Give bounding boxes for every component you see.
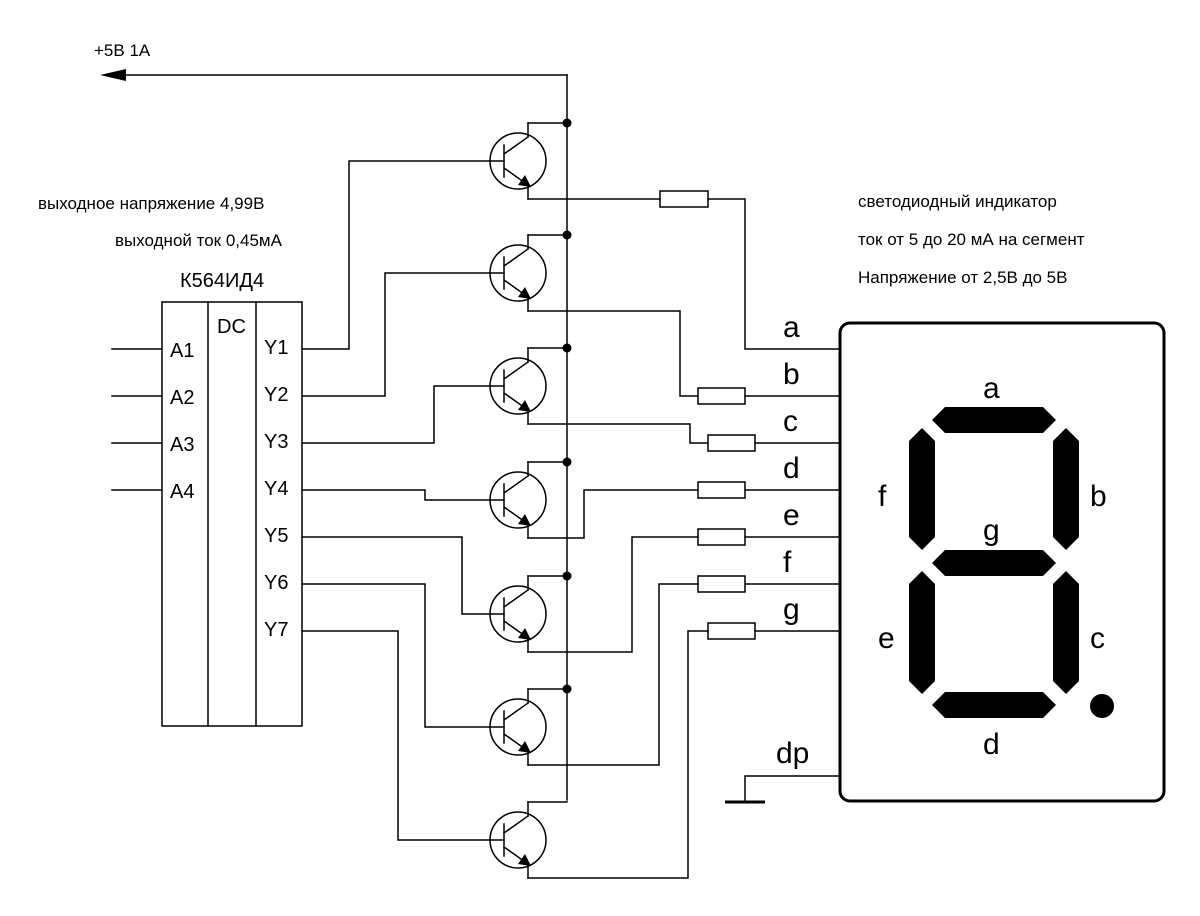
output-pin-label: Y3 <box>264 431 288 453</box>
indicator-pin-labels: a b c d e f g dp <box>776 311 809 770</box>
indicator-note-title: светодиодный индикатор <box>858 192 1057 211</box>
segment-label-e: e <box>878 622 895 655</box>
decimal-point <box>1090 694 1114 718</box>
base-wires <box>301 160 505 841</box>
indicator-note-current: ток от 5 до 20 мА на сегмент <box>858 230 1085 249</box>
segment-label-d: d <box>983 728 1000 761</box>
pin-label-f: f <box>783 546 792 579</box>
segment-g <box>932 550 1056 576</box>
pin-label-e: e <box>783 499 800 532</box>
segment-label-b: b <box>1090 480 1107 513</box>
segment-label-c: c <box>1090 622 1105 655</box>
input-pin-label: A4 <box>170 481 194 503</box>
input-pin-label: A1 <box>170 340 194 362</box>
pin-label-d: d <box>783 452 800 485</box>
pin-label-a: a <box>783 311 800 344</box>
seven-segment-indicator: a b c d e f g <box>838 321 1166 803</box>
segment-e <box>909 571 935 694</box>
resistor <box>697 481 746 499</box>
output-pin-label: Y2 <box>264 384 288 406</box>
segment-f <box>909 428 935 550</box>
arrow-left-icon <box>100 69 126 81</box>
pin-label-c: c <box>783 405 798 438</box>
segment-b <box>1053 428 1079 550</box>
resistor <box>697 575 746 593</box>
pin-label-g: g <box>783 593 800 626</box>
segment-a <box>932 407 1056 433</box>
segment-label-f: f <box>878 480 887 513</box>
input-pin-label: A3 <box>170 434 194 456</box>
power-label: +5В 1А <box>94 41 151 60</box>
decoder-note-voltage: выходное напряжение 4,99В <box>38 194 264 213</box>
indicator-note-voltage: Напряжение от 2,5В до 5В <box>858 268 1067 287</box>
decoder-chip: DC A1 A2 A3 A4 Y1 Y2 Y3 Y4 Y5 Y6 Y7 <box>111 301 303 727</box>
emitter-wires <box>527 198 841 879</box>
decoder-name: К564ИД4 <box>180 270 264 292</box>
resistor <box>697 387 746 405</box>
segment-d <box>932 692 1056 718</box>
power-rail: +5В 1А <box>94 41 572 801</box>
resistors <box>659 190 756 640</box>
segment-label-g: g <box>983 514 1000 547</box>
output-pin-label: Y4 <box>264 478 288 500</box>
ground <box>725 775 841 804</box>
input-pin-label: A2 <box>170 387 194 409</box>
pin-label-b: b <box>783 358 800 391</box>
segment-label-a: a <box>983 372 1000 405</box>
resistor <box>659 190 709 208</box>
pin-label-dp: dp <box>776 737 809 770</box>
output-pin-label: Y6 <box>264 572 288 594</box>
output-pin-label: Y7 <box>264 619 288 641</box>
output-pin-label: Y5 <box>264 525 288 547</box>
resistor <box>707 622 756 640</box>
indicator-body <box>838 321 1166 803</box>
resistor <box>707 434 756 452</box>
decoder-function: DC <box>217 316 246 338</box>
output-pin-label: Y1 <box>264 337 288 359</box>
segment-c <box>1053 571 1079 694</box>
decoder-note-current: выходной ток 0,45мА <box>115 231 283 250</box>
resistor <box>697 528 746 546</box>
